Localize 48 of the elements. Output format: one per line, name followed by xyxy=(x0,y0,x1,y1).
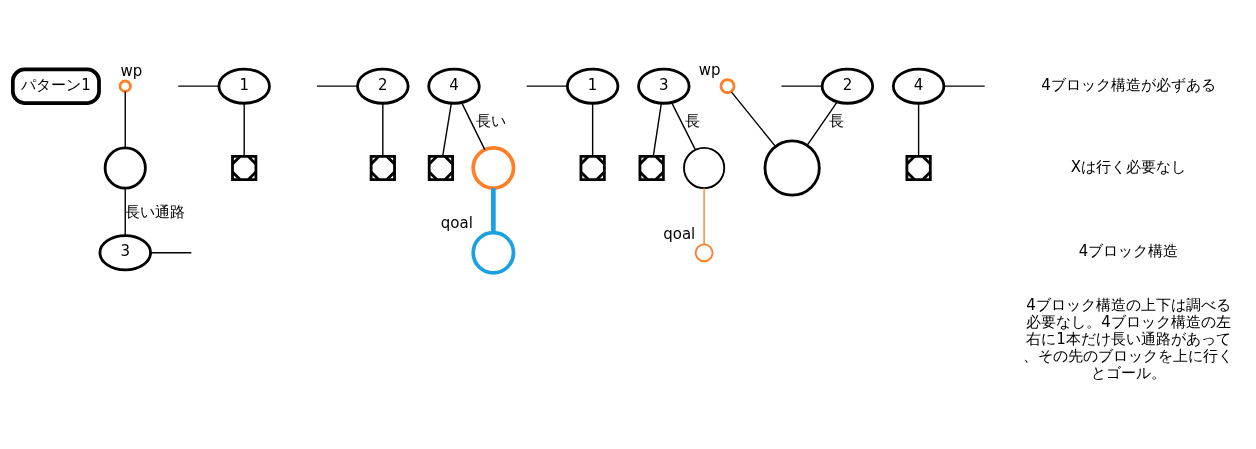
connector xyxy=(591,102,594,157)
node-circle xyxy=(471,146,516,191)
label: 4ブロック構造 xyxy=(1078,242,1179,261)
node-ellipse: 3 xyxy=(637,67,691,105)
node-circle xyxy=(118,79,132,93)
connector xyxy=(243,102,245,157)
connector xyxy=(124,187,126,237)
connector xyxy=(943,85,986,87)
label: 4ブロック構造が必ずある xyxy=(1041,75,1216,94)
node-label: wp xyxy=(698,60,721,79)
node-circle xyxy=(471,230,516,275)
connector xyxy=(177,85,220,87)
node-ellipse: 4 xyxy=(427,67,481,105)
connector xyxy=(806,101,838,146)
edge-label: 長い xyxy=(476,111,507,130)
connector xyxy=(442,102,452,157)
connector xyxy=(382,102,384,157)
node-circle xyxy=(763,139,821,197)
edge-label: 長 xyxy=(685,111,701,130)
node-label: qoal xyxy=(440,213,473,232)
node-label: wp xyxy=(120,62,143,81)
label: 4ブロック構造の上下は調べる必要なし。4ブロック構造の左右に1本だけ長い通路があって、その先のブロックを上に行くとゴール。 xyxy=(1023,296,1234,382)
node-circle xyxy=(694,243,714,263)
node-box: パターン1 xyxy=(10,67,101,105)
connector xyxy=(461,102,486,151)
node-label: qoal xyxy=(663,225,696,244)
connector xyxy=(703,187,705,245)
node-ellipse: 4 xyxy=(891,67,946,105)
node-circle xyxy=(683,146,726,190)
connector xyxy=(124,90,126,149)
node-circle xyxy=(103,146,147,190)
connector xyxy=(730,91,777,148)
connector xyxy=(150,252,193,254)
node-ellipse: 3 xyxy=(98,234,152,272)
connector xyxy=(917,102,920,157)
node-circle xyxy=(719,78,736,95)
connector xyxy=(671,102,697,151)
connector xyxy=(316,85,359,87)
connector xyxy=(491,188,496,233)
connector xyxy=(652,102,662,157)
connector xyxy=(780,85,823,87)
node-ellipse: 2 xyxy=(356,67,410,105)
connector xyxy=(526,85,568,87)
edge-label: 長 xyxy=(828,111,844,130)
node-ellipse: 1 xyxy=(217,67,271,105)
label: Xは行く必要なし xyxy=(1070,157,1187,176)
node-ellipse: 1 xyxy=(565,67,620,105)
node-ellipse: 2 xyxy=(820,67,875,105)
